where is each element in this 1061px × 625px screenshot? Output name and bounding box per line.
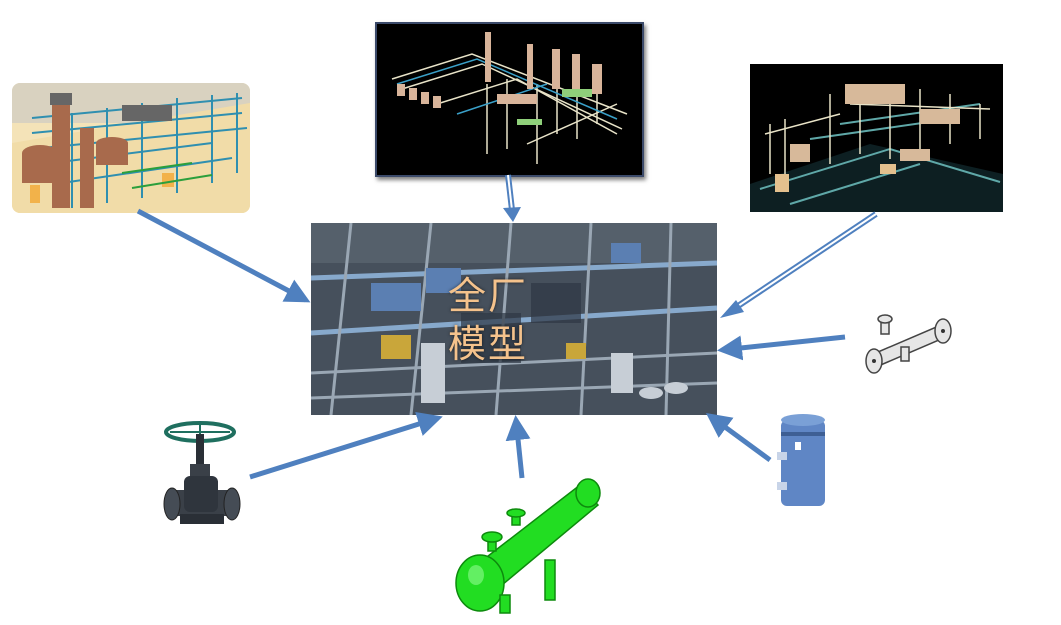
heat-exchanger	[450, 475, 605, 620]
arrow-from-heat-exchanger	[505, 415, 531, 479]
flanged-pipe	[856, 305, 956, 380]
plant-model-right	[750, 64, 1003, 212]
vertical-vessel-icon	[777, 414, 825, 506]
arrow-from-flanged-pipe	[717, 334, 846, 361]
plant-3d-model-top-icon	[391, 32, 628, 164]
flanged-pipe-icon	[865, 314, 952, 374]
plant-3d-model-left-icon	[12, 83, 250, 213]
vertical-vessel	[775, 412, 831, 508]
gate-valve-icon	[163, 421, 241, 524]
arrow-from-vessel	[705, 413, 772, 463]
arrow-from-right-model	[720, 211, 878, 318]
plant-3d-model-right-icon	[750, 84, 1003, 212]
arrow-from-left-model	[136, 208, 311, 303]
gate-valve	[162, 420, 242, 532]
center-model-label: 全厂 模型	[448, 272, 558, 368]
shell-tube-heat-exchanger-icon	[455, 478, 601, 614]
label-line-1: 全厂	[448, 274, 529, 318]
arrow-from-top-model	[503, 174, 521, 222]
center-plant-photo	[311, 223, 717, 415]
arrow-from-gate-valve	[249, 412, 443, 480]
label-line-2: 模型	[448, 322, 529, 366]
plant-model-left	[12, 83, 250, 213]
center-plant-model	[311, 223, 717, 415]
